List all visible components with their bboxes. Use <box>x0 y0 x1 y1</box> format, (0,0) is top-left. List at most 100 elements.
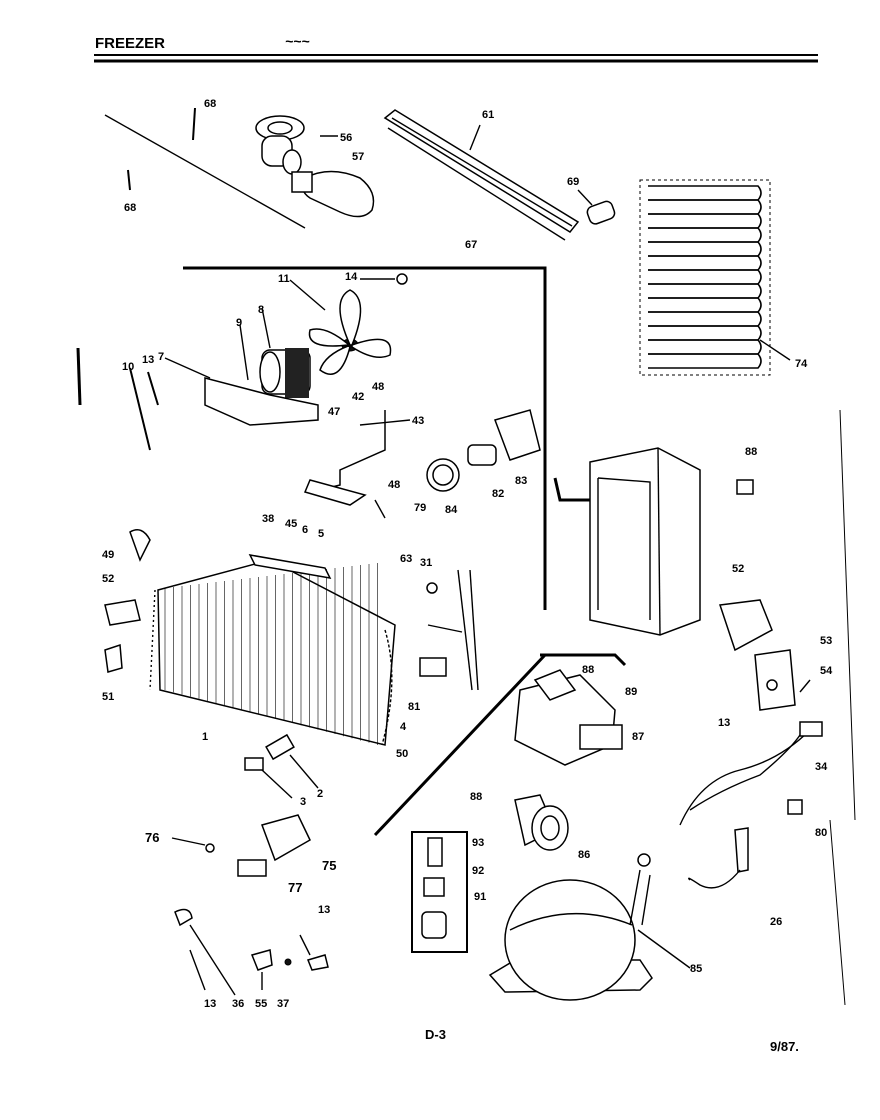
callout-48b: 48 <box>388 479 400 491</box>
part-2 <box>265 733 295 761</box>
callout-4: 4 <box>400 721 407 733</box>
leader-8 <box>261 307 271 349</box>
callout-93: 93 <box>472 837 484 849</box>
part-62 <box>104 599 141 626</box>
part-92 <box>423 877 445 897</box>
screw-68-lower <box>127 169 131 191</box>
coil-loop <box>648 255 762 271</box>
coil-loop <box>648 283 762 299</box>
part-51 <box>104 643 123 673</box>
part-85-compressor <box>488 853 691 1001</box>
callout-13b: 13 <box>718 717 730 729</box>
part-75 <box>261 814 311 862</box>
scan-edge-line <box>839 409 856 821</box>
mounting-plate-group <box>171 814 311 877</box>
callout-47: 47 <box>328 406 340 418</box>
part-13-screw <box>284 958 292 966</box>
callout-53: 53 <box>820 635 832 647</box>
callout-42: 42 <box>352 391 364 403</box>
coil-loop <box>648 339 762 355</box>
callout-91: 91 <box>474 891 486 903</box>
callout-11: 11 <box>278 273 290 285</box>
part-82 <box>467 444 497 466</box>
callout-52a: 52 <box>732 563 744 575</box>
callout-76: 76 <box>145 830 159 845</box>
coil-loop <box>648 213 762 229</box>
callout-6a: 6 <box>302 524 308 536</box>
callout-56: 56 <box>340 132 352 144</box>
part-88-clip <box>736 479 754 495</box>
callout-88a: 88 <box>745 446 757 458</box>
part-8-motor <box>259 348 311 398</box>
part-26-sensor <box>688 827 749 889</box>
coil-loop <box>648 311 762 327</box>
control-bracket-group <box>718 599 811 711</box>
callout-92: 92 <box>472 865 484 877</box>
part-1-condenser <box>149 554 479 746</box>
callout-2: 2 <box>317 788 323 800</box>
callout-87: 87 <box>632 731 644 743</box>
callout-55: 55 <box>255 998 267 1010</box>
part-80-block <box>787 799 803 815</box>
part-3 <box>244 757 264 771</box>
leader-74 <box>759 339 791 361</box>
callout-68b: 68 <box>124 202 136 214</box>
coil-loop <box>648 325 762 341</box>
callout-51: 51 <box>102 691 114 703</box>
part-83 <box>494 409 541 461</box>
leader-9 <box>239 324 249 381</box>
part-88-cap <box>533 669 577 701</box>
callout-50: 50 <box>396 748 408 760</box>
callout-79: 79 <box>414 502 426 514</box>
fan-motor-assembly <box>129 273 408 451</box>
callout-43: 43 <box>412 415 424 427</box>
callout-83: 83 <box>515 475 527 487</box>
part-81 <box>419 657 447 677</box>
capacitor-assembly <box>514 794 569 851</box>
rod-10 <box>129 367 151 451</box>
part-tube-fitting <box>427 624 463 633</box>
callout-68a: 68 <box>204 98 216 110</box>
part-54 <box>799 679 811 693</box>
part-4-tube <box>457 569 473 691</box>
screw-68-upper <box>192 107 196 141</box>
shelf-bracket-group <box>303 410 411 519</box>
callout-67: 67 <box>465 239 477 251</box>
page-footer: D-3 9/87. <box>425 1027 799 1054</box>
callout-48a: 48 <box>372 381 384 393</box>
callout-36: 36 <box>232 998 244 1010</box>
top-screws-group <box>104 107 375 229</box>
callout-77: 77 <box>288 880 302 895</box>
callout-54: 54 <box>820 665 833 677</box>
page-code: D-3 <box>425 1027 446 1042</box>
part-77 <box>237 859 267 877</box>
relay-assembly <box>514 669 623 766</box>
part-69-component <box>577 189 616 225</box>
callout-26: 26 <box>770 916 782 928</box>
coil-loop <box>648 227 762 243</box>
callout-81: 81 <box>408 701 420 713</box>
part-74-evaporator-coil <box>639 179 791 376</box>
mounting-rail-line <box>104 114 306 229</box>
callout-57: 57 <box>352 151 364 163</box>
callout-80: 80 <box>815 827 827 839</box>
part-87 <box>579 724 623 750</box>
coil-loop <box>648 353 762 369</box>
callout-5: 5 <box>318 528 324 540</box>
part-5-tube <box>248 554 332 579</box>
leader-85 <box>637 929 691 969</box>
part-55 <box>250 949 273 971</box>
callout-7: 7 <box>158 351 164 363</box>
grommet-stack <box>411 831 468 953</box>
part-11-fan-blade <box>308 289 392 375</box>
callout-52b: 52 <box>102 573 114 585</box>
left-edge-mark <box>76 347 82 406</box>
screw-13 <box>147 371 159 406</box>
callout-88c: 88 <box>470 791 482 803</box>
part-37 <box>306 954 329 971</box>
callout-45: 45 <box>285 518 297 530</box>
coil-loop <box>648 199 762 215</box>
left-small-parts <box>104 529 151 673</box>
leader-11 <box>289 279 326 311</box>
callout-14: 14 <box>345 271 358 283</box>
